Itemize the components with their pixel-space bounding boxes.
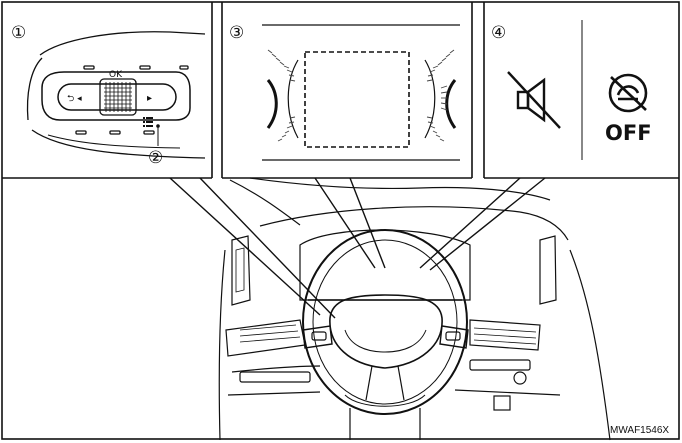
next-button-glyph: ▸ [147,93,152,104]
callout-marker-2: ② [148,148,163,168]
left-gauge-ticks [267,49,296,142]
panel-steering-switch: ① O [11,23,206,168]
ok-button-grid [104,82,132,112]
figure-code: MWAF1546X [610,425,669,436]
off-label: OFF [605,121,652,145]
panel-display: ③ [229,23,460,161]
off-indicator-icon [608,73,648,113]
panel-marker-1: ① [11,23,26,43]
ok-label: OK [109,70,123,80]
back-button-glyph: ⮌ ◂ [67,94,82,104]
panel-marker-4: ④ [491,23,506,43]
dashboard-illustration [218,177,611,441]
display-center-area [304,51,410,148]
panel-icons: ④ OFF [491,23,652,145]
panel-marker-3: ③ [229,23,244,43]
right-gauge-ticks [426,49,455,142]
menu-list-icon [143,117,153,127]
ok-button [99,78,137,116]
mute-icon [507,71,561,129]
